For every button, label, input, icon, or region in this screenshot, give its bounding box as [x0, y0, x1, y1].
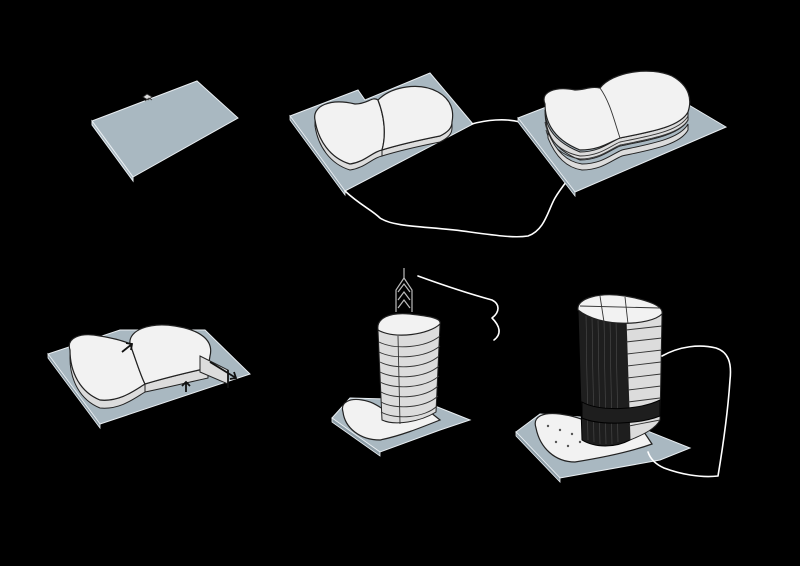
tower-roof — [377, 313, 441, 336]
podium-top — [543, 70, 691, 151]
process-path-6 — [647, 345, 732, 478]
tower-floor-lines — [378, 335, 441, 425]
site-plate-edge — [517, 116, 576, 198]
step-4-podium-adjust — [47, 324, 251, 430]
site-plate-edge — [289, 114, 346, 197]
site-plate-edge — [47, 352, 101, 430]
podium-mass-right — [377, 85, 454, 151]
site-plate-edge — [515, 431, 561, 483]
crane-icon — [395, 268, 413, 312]
floor-line-1 — [544, 115, 689, 157]
step-6-final-tower — [515, 294, 732, 483]
podium-base — [547, 123, 689, 171]
tower-shaft — [377, 323, 441, 424]
final-tower-roof — [577, 294, 663, 324]
process-path-2-3 — [344, 119, 576, 238]
site-plate-edge — [91, 119, 134, 183]
step-2-footprint — [289, 72, 474, 197]
adjust-arrows-icon — [121, 342, 238, 392]
tower-band — [581, 399, 661, 424]
process-path-5 — [417, 275, 500, 341]
step-3-stacked-podium — [517, 70, 728, 198]
site-plate — [91, 80, 239, 178]
step-5-tower — [331, 268, 500, 457]
site-plate-edge — [331, 417, 381, 457]
step-1-site — [91, 80, 239, 183]
roof-grid — [579, 295, 661, 325]
existing-structure-icon — [142, 93, 153, 102]
podium-divider — [599, 87, 621, 139]
